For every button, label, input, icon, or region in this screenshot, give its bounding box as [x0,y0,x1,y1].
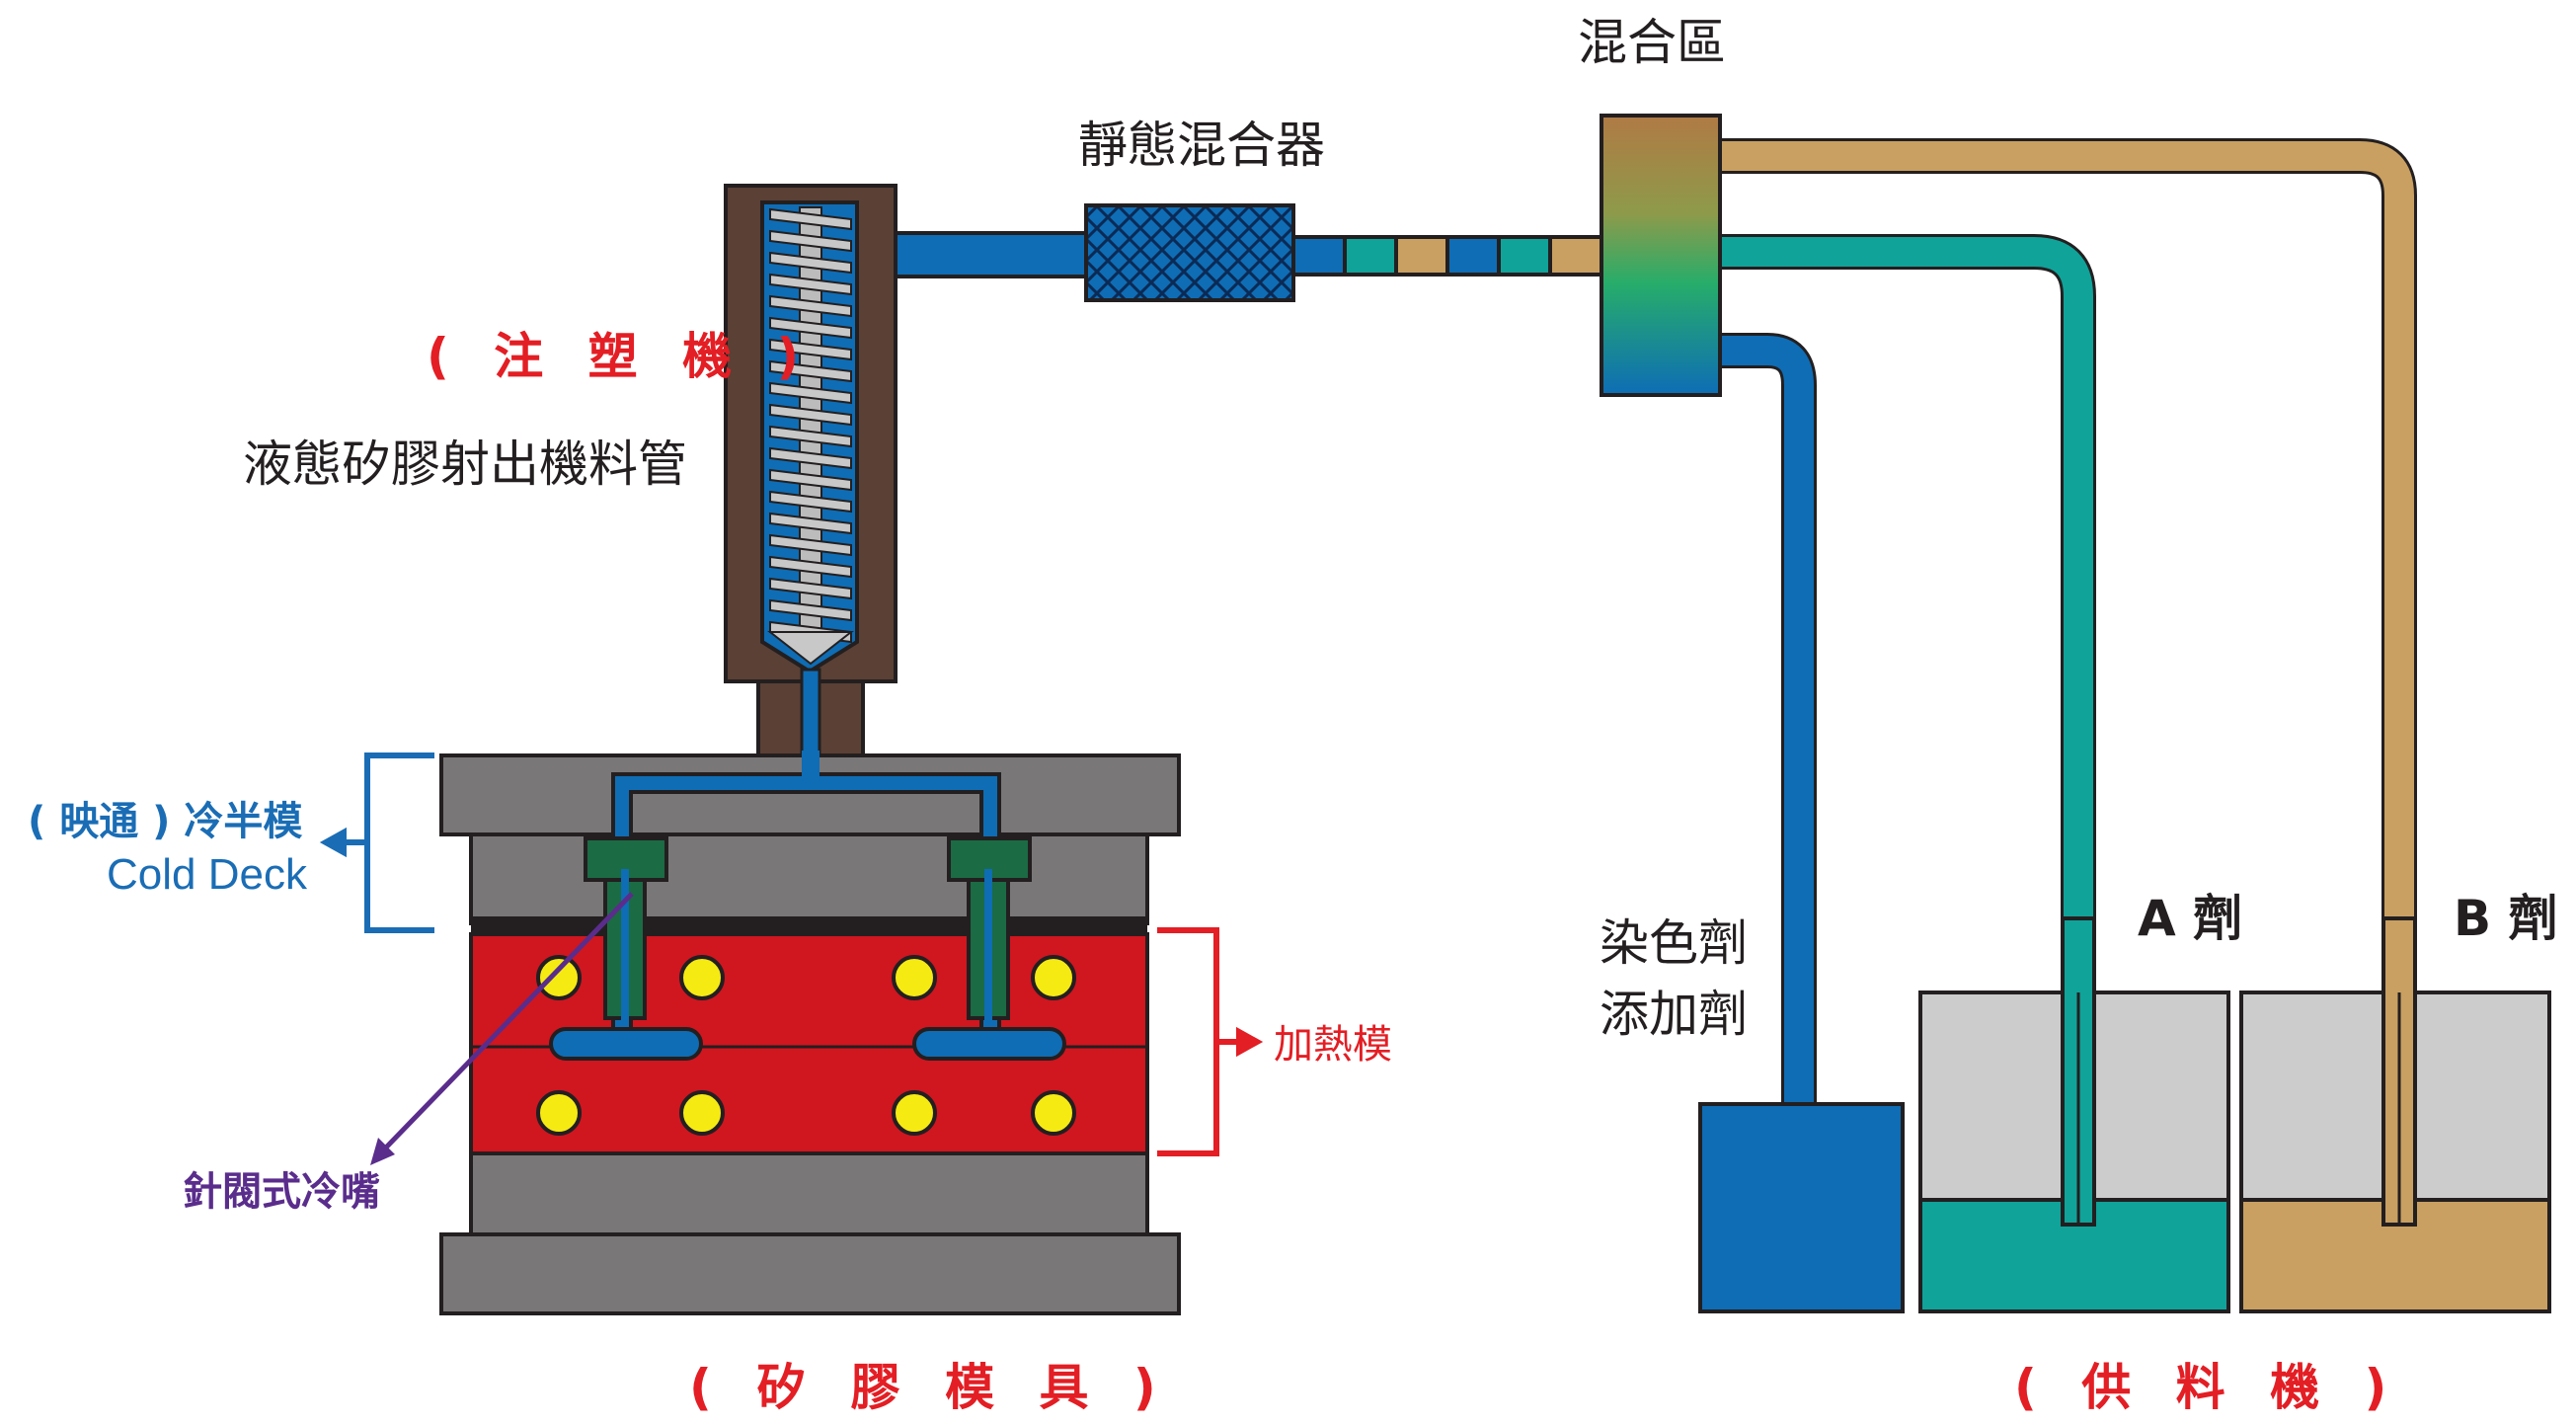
screw-flight [769,273,852,296]
tank-b [2239,916,2551,1313]
screw-flight [769,468,852,492]
feed-pipes [1721,138,2417,1217]
mixing-zone-label: 混合區 [1578,14,1726,71]
main-feed-line [847,203,1603,302]
screw-flight [769,512,852,535]
screw-flight [769,381,852,405]
screw-flight [769,490,852,514]
screw-shaft [799,206,822,643]
heater-circles [536,955,1076,1136]
screw-flight [769,207,852,231]
screw [767,206,854,666]
static-mixer [1084,203,1295,302]
injection-machine-label: ( 注 塑 機 ) [427,328,814,385]
screw-flight [769,338,852,361]
screw-tip [767,631,854,666]
barrel-label: 液態矽膠射出機料管 [243,436,687,493]
injection-barrel [724,184,898,782]
screw-flight [769,403,852,427]
static-mixer-label: 靜態混合器 [1078,117,1325,174]
silicone-mold [439,751,1181,1315]
needle-valve-arrow [370,892,634,1165]
screw-flight [769,446,852,470]
screw-flight [769,577,852,600]
screw-flight [769,229,852,253]
cold-deck-cn-label: ( 映通 ) 冷半模 [28,799,303,844]
screw-flight [769,425,852,448]
needle-valve-label: 針閥式冷嘴 [183,1169,380,1215]
heated-mold-label: 加熱模 [1274,1022,1392,1068]
tank-a [1918,916,2230,1313]
feeder-label: ( 供 料 機 ) [2014,1359,2401,1416]
heated-mold-bracket [1157,927,1264,1156]
cold-deck-en-label: Cold Deck [107,850,307,899]
additive-label: 添加劑 [1600,986,1748,1043]
screw-flight [769,294,852,318]
cold-deck-bracket [319,753,434,933]
colorant-label: 染色劑 [1600,914,1748,972]
mixing-zone-block [1600,114,1722,397]
screw-flight [769,555,852,579]
screw-flight [769,251,852,275]
colorant-tank [1698,1102,1905,1313]
agent-a-label: A 劑 [2138,890,2243,947]
screw-flight [769,359,852,383]
silicone-mold-label: ( 矽 膠 模 具 ) [689,1359,1170,1416]
agent-b-label: B 劑 [2454,890,2558,947]
screw-flight [769,533,852,557]
screw-flight [769,598,852,622]
screw-flight [769,316,852,340]
